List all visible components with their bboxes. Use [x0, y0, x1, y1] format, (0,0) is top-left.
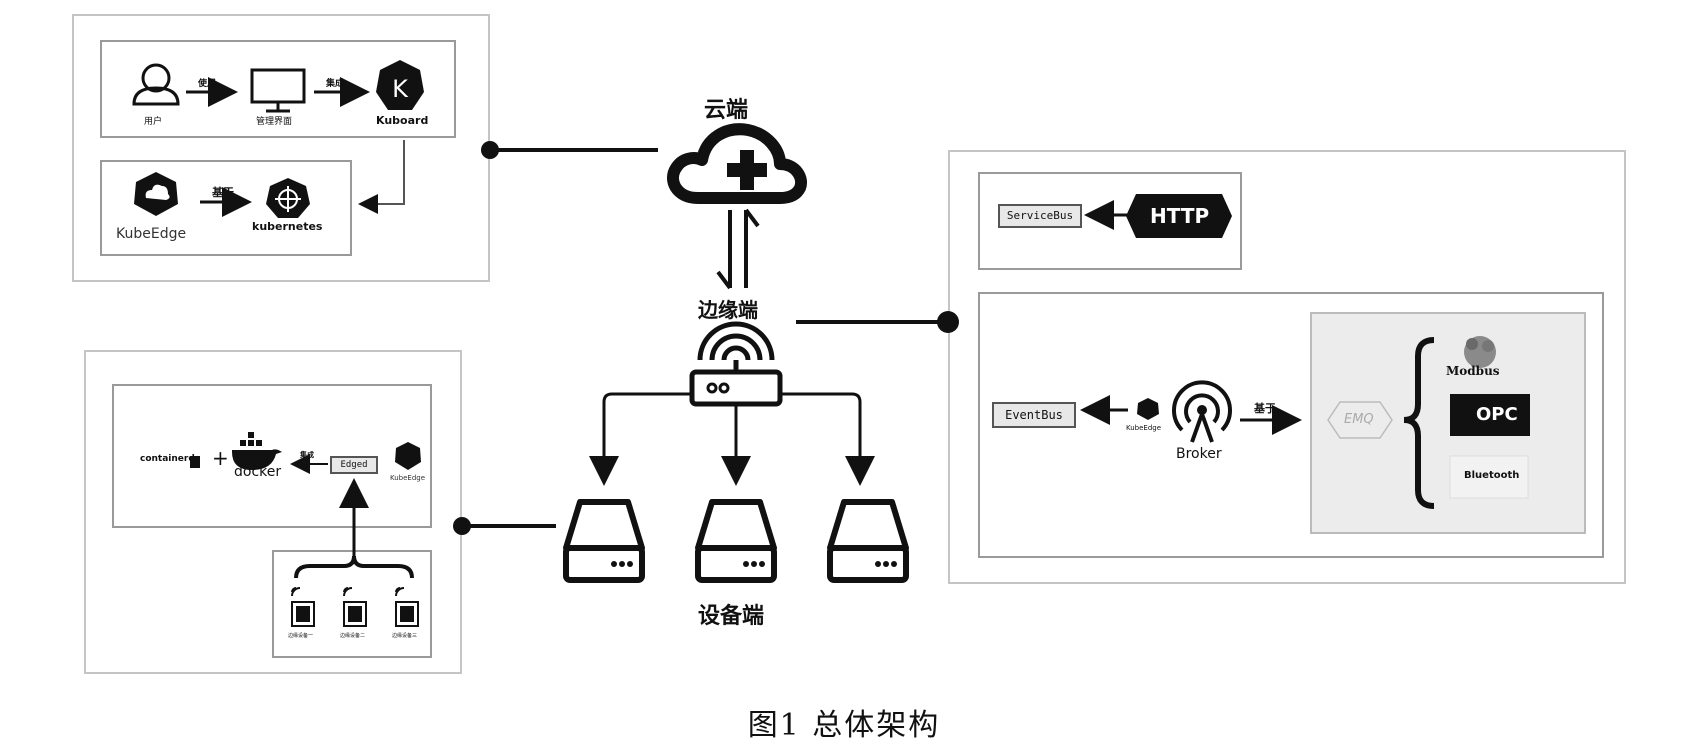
based-on-label: 基于	[212, 186, 234, 199]
modbus-logo	[1464, 336, 1496, 368]
kubeedge-icon	[134, 172, 178, 216]
kubernetes-icon	[266, 178, 310, 218]
user-label: 用户	[144, 117, 163, 127]
broker-label: Broker	[1176, 446, 1222, 462]
docker-whale-icon	[232, 432, 282, 470]
device-integrate-label: 集成	[300, 451, 314, 459]
containerd-label: containerd	[140, 454, 195, 464]
cloud-top-box	[100, 40, 456, 138]
http-label: HTTP	[1150, 204, 1210, 228]
dev2-label: 边缘设备二	[340, 633, 366, 639]
edge-based-on-label: 基于	[1254, 402, 1276, 415]
devices-box	[272, 550, 432, 658]
figure-caption: 图1 总体架构	[747, 708, 941, 743]
cloud-edge-arrows	[716, 208, 760, 290]
monitor-icon	[250, 68, 306, 113]
router-icon	[689, 321, 783, 407]
integrate-label: 集成	[326, 79, 345, 89]
bluetooth-label: Bluetooth	[1464, 470, 1520, 481]
dev3-label: 边缘设备三	[392, 633, 418, 639]
docker-label: docker	[234, 464, 282, 480]
router-device-lines	[589, 392, 875, 486]
opc-logo	[1450, 394, 1530, 436]
cloud-connector	[481, 141, 658, 159]
opc-label: OPC	[1476, 404, 1518, 425]
dev1-label: 边缘设备一	[288, 633, 314, 639]
kubernetes-label: kubernetes	[252, 220, 323, 233]
edge-title: 边缘端	[698, 298, 758, 322]
kuboard-label: Kuboard	[376, 114, 429, 127]
eventbus-box	[978, 292, 1604, 558]
servicebus-box	[978, 172, 1242, 270]
modbus-label: Modbus	[1446, 364, 1500, 378]
emq-logo	[1327, 401, 1393, 439]
edged-label: Edged	[330, 456, 378, 474]
edge-chip-icons	[291, 587, 419, 627]
edge-connector	[796, 311, 959, 333]
containerd-icon	[190, 456, 200, 468]
device-title: 设备端	[698, 604, 765, 629]
devices-brace	[294, 555, 414, 579]
protocol-box	[1310, 312, 1586, 534]
use-label: 使用	[198, 79, 217, 89]
user-icon	[132, 63, 180, 106]
broker-antenna-icon	[1172, 380, 1232, 443]
cloud-title: 云端	[704, 98, 749, 123]
device-connector	[453, 517, 556, 535]
kubeedge-small-icon	[1137, 398, 1159, 420]
kuboard-icon: K	[376, 60, 424, 110]
device-server-icons	[563, 499, 909, 583]
kubeedge-device-label: KubeEdge	[390, 474, 426, 482]
screen-label: 管理界面	[256, 117, 293, 127]
runtime-box	[112, 384, 432, 528]
kubeedge-label: KubeEdge	[116, 226, 187, 242]
cloud-plus-icon	[667, 123, 807, 204]
emq-label: EMQ	[1344, 412, 1374, 427]
curly-brace	[1403, 337, 1435, 509]
servicebus-label: ServiceBus	[998, 204, 1082, 228]
plus-label: +	[212, 446, 229, 470]
cloud-bottom-box	[100, 160, 352, 256]
cloud-panel	[72, 14, 490, 282]
http-badge	[1126, 194, 1232, 238]
eventbus-label: EventBus	[992, 402, 1076, 428]
svg-text:K: K	[392, 75, 409, 103]
kubeedge-device-icon	[395, 442, 421, 470]
bluetooth-logo	[1449, 455, 1529, 499]
kubeedge-small-label: KubeEdge	[1126, 424, 1162, 432]
